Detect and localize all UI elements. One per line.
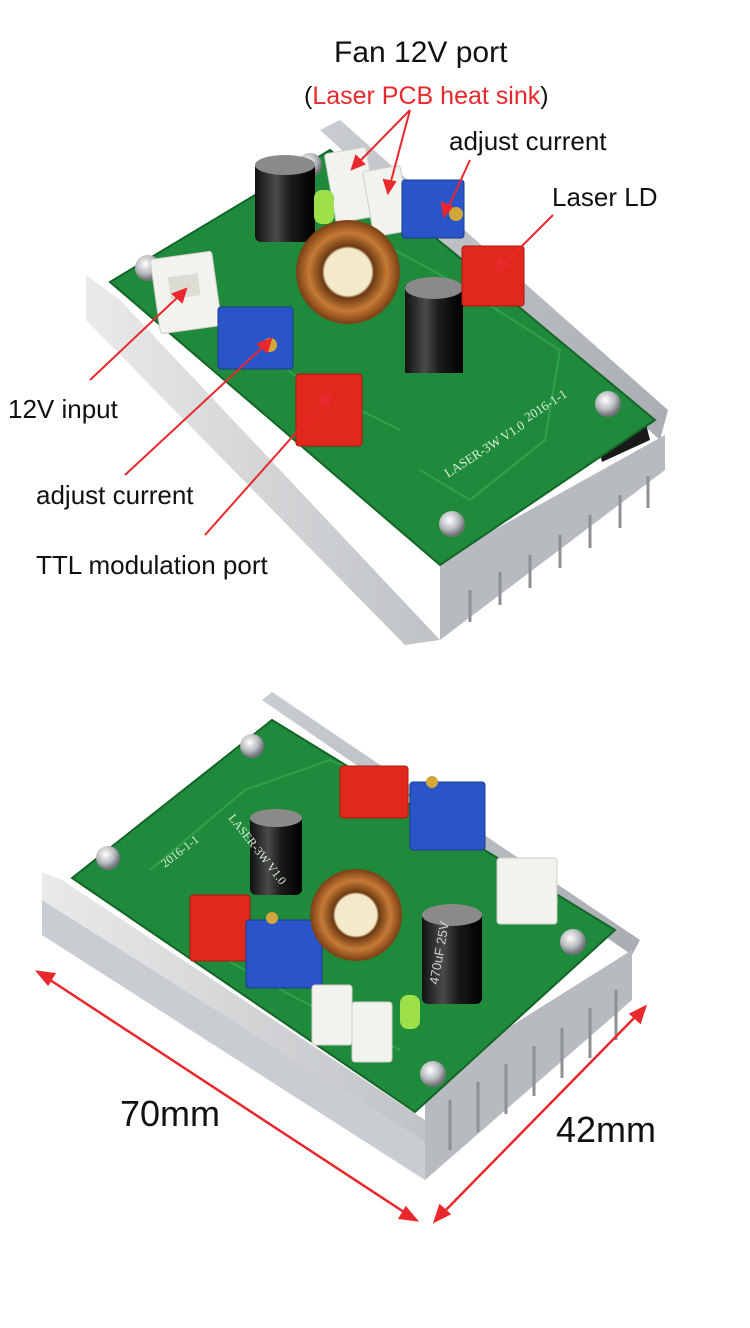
- dimension-length: 70mm: [120, 1093, 221, 1134]
- label-ttl-port: TTL modulation port: [36, 550, 268, 580]
- trimpot-left: [217, 306, 294, 370]
- label-laser-ld: Laser LD: [552, 182, 658, 212]
- label-adjust-current-top: adjust current: [449, 126, 607, 156]
- led-green: [314, 190, 334, 224]
- dimension-width: 42mm: [556, 1109, 657, 1150]
- label-fan-port: Fan 12V port: [334, 36, 508, 69]
- toroid-inductor: [296, 220, 400, 324]
- heatsink-front: [86, 275, 440, 645]
- annotation-lines: [89, 109, 554, 536]
- heatsink-fin-lines: [468, 476, 650, 622]
- screw: [439, 511, 465, 537]
- width-arrow: [439, 1011, 641, 1217]
- label-adjust-current-left: adjust current: [36, 480, 194, 510]
- length-arrow: [43, 974, 411, 1218]
- bottom-module: 470uF 25V LASER-3W V1.0 2016-1-1: [42, 692, 640, 1180]
- connector-ttl: [295, 373, 363, 447]
- top-module: LASER-3W V1.0 2016-1-1: [86, 120, 668, 645]
- capacitor: [405, 285, 463, 373]
- label-12v-input: 12V input: [8, 394, 118, 424]
- label-fan-port-sub: (Laser PCB heat sink): [304, 82, 549, 110]
- trimpot-top: [401, 179, 465, 239]
- heatsink-fins: [440, 435, 665, 640]
- heatsink-front: [42, 872, 440, 1142]
- screw: [595, 391, 621, 417]
- connector-laser-ld: [461, 245, 525, 307]
- capacitor: [255, 162, 315, 242]
- label-heat-sink: Laser PCB heat sink: [312, 82, 541, 110]
- dimension-arrows: [35, 970, 648, 1224]
